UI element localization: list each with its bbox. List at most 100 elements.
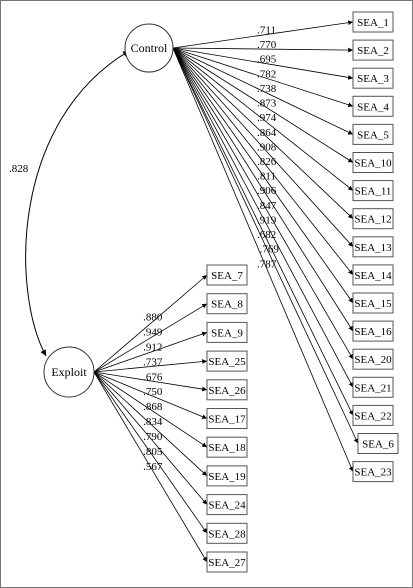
exploit-loading: .912 <box>143 341 162 353</box>
indicator-label: SEA_6 <box>362 439 394 451</box>
indicator-box: SEA_1 <box>352 11 394 33</box>
indicator-label: SEA_2 <box>357 45 389 57</box>
control-path <box>172 47 359 444</box>
control-loading: .711 <box>257 25 276 37</box>
indicator-label: SEA_14 <box>354 270 392 282</box>
indicator-box: SEA_8 <box>206 293 248 315</box>
indicator-label: SEA_23 <box>354 467 392 479</box>
exploit-loading: .880 <box>143 312 163 324</box>
control-loading: .906 <box>257 185 277 197</box>
indicator-label: SEA_7 <box>211 270 243 282</box>
exploit-path <box>93 371 208 419</box>
indicator-label: SEA_20 <box>354 354 392 366</box>
exploit-path <box>93 371 208 448</box>
indicator-box: SEA_27 <box>206 551 248 573</box>
control-path <box>172 47 354 80</box>
indicator-box: SEA_24 <box>206 494 248 516</box>
indicator-label: SEA_19 <box>208 471 246 483</box>
control-loading: .811 <box>257 171 276 183</box>
control-loading: .864 <box>257 127 277 139</box>
correlation-curve <box>25 50 130 357</box>
indicator-box: SEA_22 <box>352 404 394 426</box>
exploit-path <box>93 371 208 392</box>
exploit-path <box>93 331 208 373</box>
exploit-loading: .750 <box>143 386 163 398</box>
indicator-box: SEA_21 <box>352 376 394 398</box>
indicator-box: SEA_12 <box>352 208 394 230</box>
indicator-box: SEA_6 <box>357 433 399 454</box>
control-path <box>172 47 354 360</box>
control-path <box>172 47 354 191</box>
control-loading: .974 <box>257 112 277 124</box>
factor-label-exploit: Exploit <box>51 365 87 379</box>
indicator-label: SEA_13 <box>354 242 392 254</box>
control-path <box>172 47 354 163</box>
control-path <box>172 47 354 248</box>
indicator-box: SEA_9 <box>206 321 248 343</box>
indicator-box: SEA_28 <box>206 522 248 544</box>
indicator-label: SEA_18 <box>208 442 246 454</box>
indicator-label: SEA_15 <box>354 298 392 310</box>
exploit-path <box>93 371 208 563</box>
control-path <box>172 47 354 304</box>
control-loading: .919 <box>257 214 277 226</box>
indicator-box: SEA_20 <box>352 348 394 370</box>
control-loading: .787 <box>257 258 277 270</box>
control-path <box>172 47 354 416</box>
indicator-label: SEA_5 <box>357 129 389 141</box>
exploit-loading: .949 <box>143 327 163 339</box>
indicator-label: SEA_3 <box>357 73 389 85</box>
indicator-label: SEA_16 <box>354 326 392 338</box>
exploit-loading: .737 <box>143 356 163 368</box>
control-loading: .770 <box>257 39 277 51</box>
control-loading: .738 <box>257 83 277 95</box>
control-loading: .682 <box>257 229 276 241</box>
control-path <box>172 47 354 135</box>
indicator-box: SEA_7 <box>206 264 248 286</box>
control-loading: .769 <box>260 244 280 256</box>
indicator-label: SEA_11 <box>355 186 392 198</box>
indicator-label: SEA_4 <box>357 101 389 113</box>
control-loading: .873 <box>257 98 277 110</box>
control-loading: .782 <box>257 68 276 80</box>
exploit-path <box>93 371 208 477</box>
indicator-box: SEA_3 <box>352 67 394 89</box>
indicator-box: SEA_13 <box>352 236 394 258</box>
control-path <box>172 20 354 49</box>
indicator-label: SEA_27 <box>208 557 246 569</box>
exploit-path <box>93 371 208 534</box>
indicator-label: SEA_17 <box>208 414 246 426</box>
exploit-loading: .805 <box>143 446 163 458</box>
indicator-box: SEA_25 <box>206 350 248 372</box>
exploit-path <box>93 303 208 373</box>
exploit-loading: .868 <box>143 401 163 413</box>
indicator-box: SEA_4 <box>352 95 394 117</box>
indicator-label: SEA_10 <box>354 158 392 170</box>
control-loading: .826 <box>257 156 277 168</box>
factor-node-exploit: Exploit <box>43 346 95 398</box>
exploit-path <box>93 274 208 373</box>
exploit-path <box>93 371 208 505</box>
indicator-box: SEA_5 <box>352 123 394 145</box>
control-path <box>172 47 354 108</box>
exploit-loading: .790 <box>143 431 163 443</box>
indicator-box: SEA_11 <box>352 180 394 202</box>
indicator-label: SEA_24 <box>208 500 246 512</box>
indicator-box: SEA_15 <box>352 292 394 314</box>
indicator-box: SEA_2 <box>352 39 394 61</box>
exploit-loading: .676 <box>143 371 163 383</box>
indicator-box: SEA_23 <box>352 461 394 483</box>
indicator-box: SEA_14 <box>352 264 394 286</box>
correlation-value: .828 <box>9 163 29 175</box>
indicator-box: SEA_19 <box>206 465 248 487</box>
indicator-box: SEA_16 <box>352 320 394 342</box>
control-loading: .695 <box>257 54 277 66</box>
exploit-loading: .834 <box>143 416 163 428</box>
indicator-box: SEA_18 <box>206 436 248 458</box>
control-path <box>172 47 354 53</box>
indicator-label: SEA_1 <box>357 17 389 29</box>
indicator-label: SEA_9 <box>211 327 243 339</box>
exploit-path <box>93 359 208 373</box>
indicator-label: SEA_26 <box>208 385 246 397</box>
